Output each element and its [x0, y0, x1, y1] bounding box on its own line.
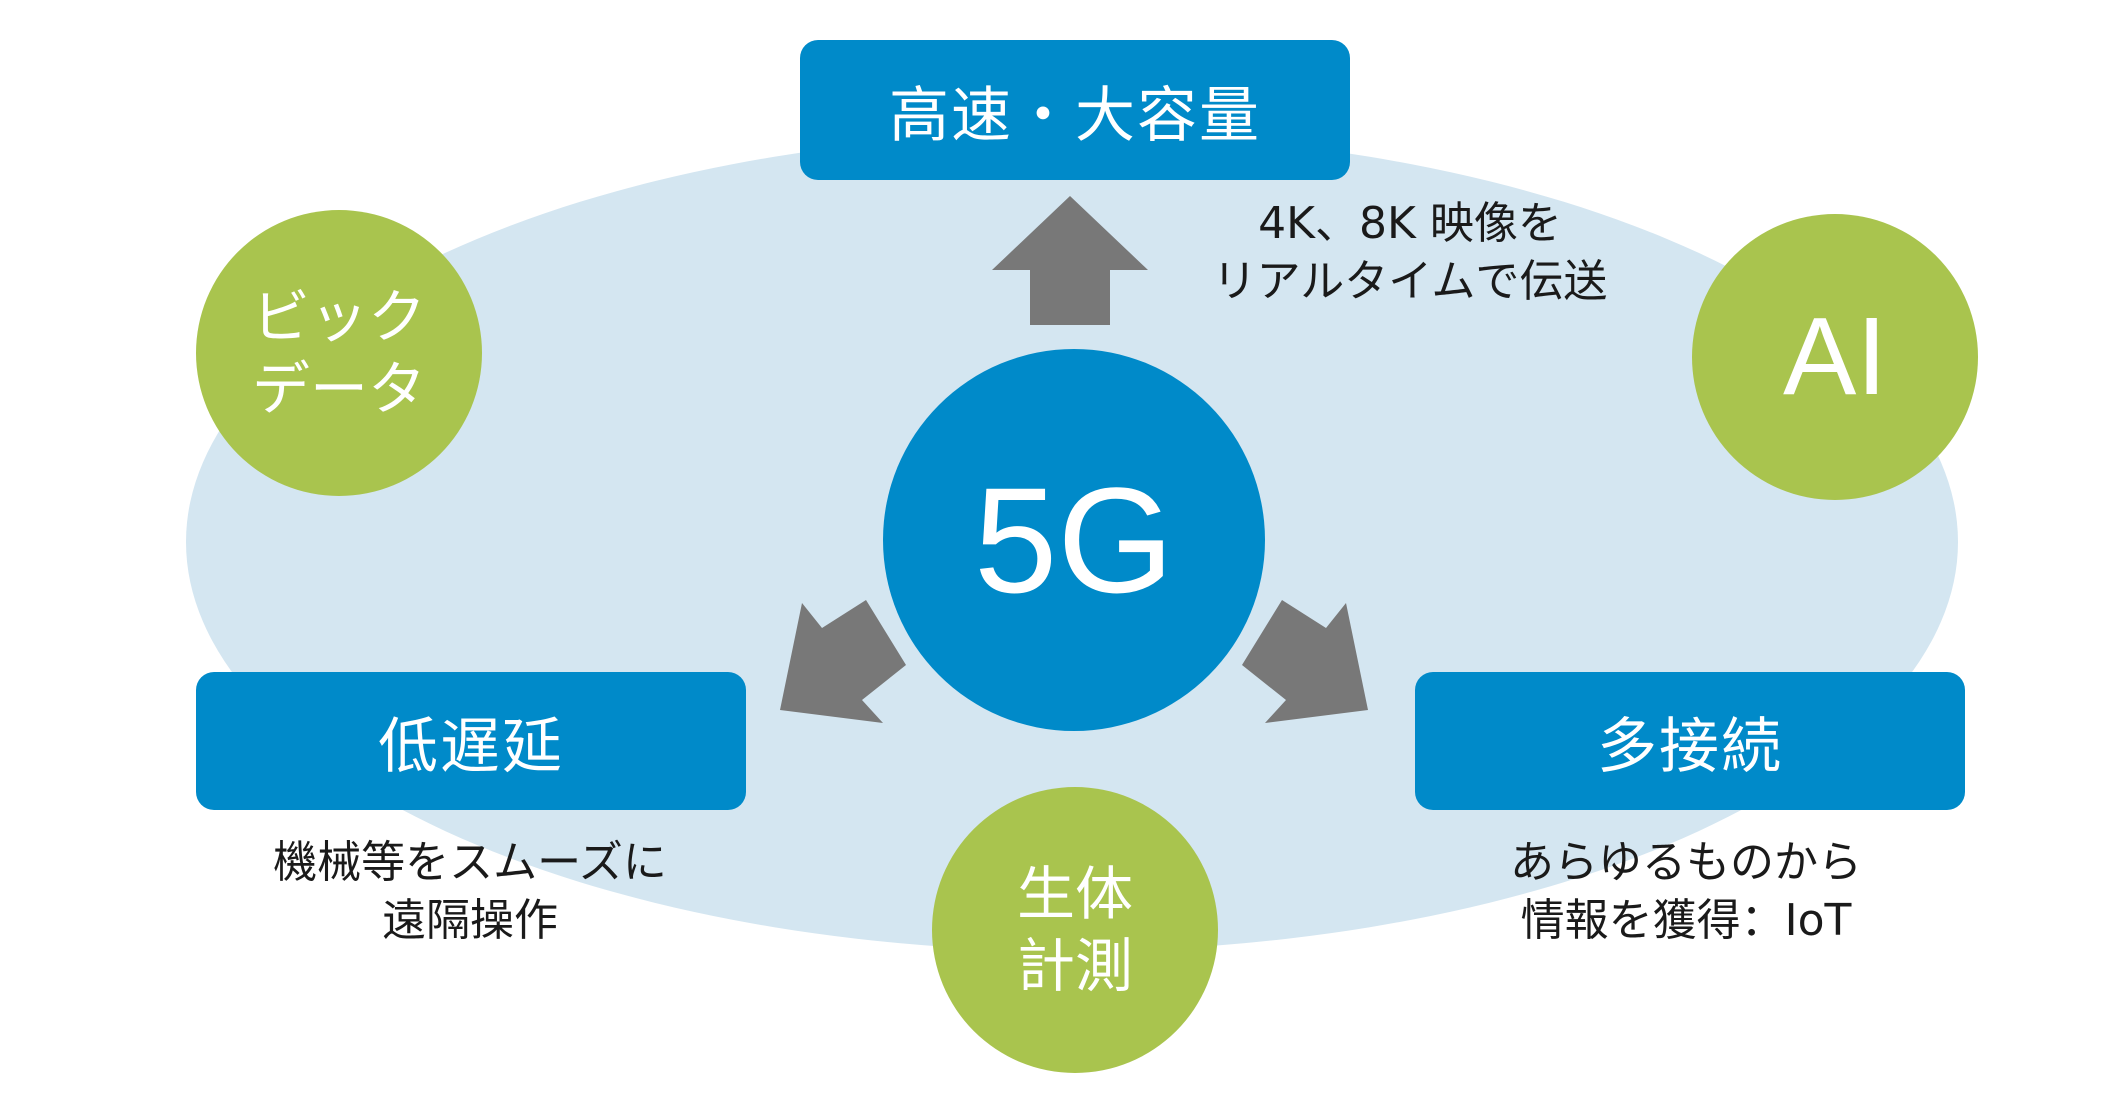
feature-label-low-latency: 低遅延	[378, 711, 564, 782]
feature-label-high-speed: 高速・大容量	[889, 80, 1261, 151]
app-label-biometrics-line2: 計測	[1016, 932, 1133, 1000]
app-label-big-data-line2: データ	[251, 355, 426, 423]
caption-high-speed-line1: 4K、8K 映像を	[1258, 198, 1562, 249]
caption-massive-connectivity-line1: あらゆるものから	[1510, 837, 1862, 888]
app-label-big-data-line1: ビック	[251, 282, 426, 351]
app-circle-biometrics: 生体 計測	[932, 787, 1218, 1073]
caption-low-latency: 機械等をスムーズに 遠隔操作	[200, 834, 740, 950]
arrow-up	[992, 196, 1148, 325]
feature-box-high-speed: 高速・大容量	[800, 40, 1350, 180]
feature-label-massive-connectivity: 多接続	[1597, 711, 1783, 782]
center-5g-label: 5G	[973, 455, 1175, 624]
feature-box-low-latency: 低遅延	[196, 672, 746, 810]
caption-low-latency-line1: 機械等をスムーズに	[273, 837, 667, 888]
app-circle-ai: AI	[1692, 214, 1978, 500]
caption-massive-connectivity: あらゆるものから 情報を獲得：IoT	[1416, 834, 1956, 950]
center-5g-circle: 5G	[883, 349, 1265, 731]
caption-massive-connectivity-line2: 情報を獲得：IoT	[1520, 895, 1852, 947]
caption-high-speed: 4K、8K 映像を リアルタイムで伝送	[1110, 195, 1710, 311]
arrow-down-left	[780, 600, 906, 723]
caption-high-speed-line2: リアルタイムで伝送	[1212, 256, 1608, 308]
app-label-biometrics-line1: 生体	[1016, 859, 1133, 928]
app-label-ai: AI	[1783, 295, 1887, 419]
arrow-down-right	[1242, 600, 1368, 723]
caption-low-latency-line2: 遠隔操作	[382, 895, 558, 947]
app-circle-big-data: ビック データ	[196, 210, 482, 496]
feature-box-massive-connectivity: 多接続	[1415, 672, 1965, 810]
